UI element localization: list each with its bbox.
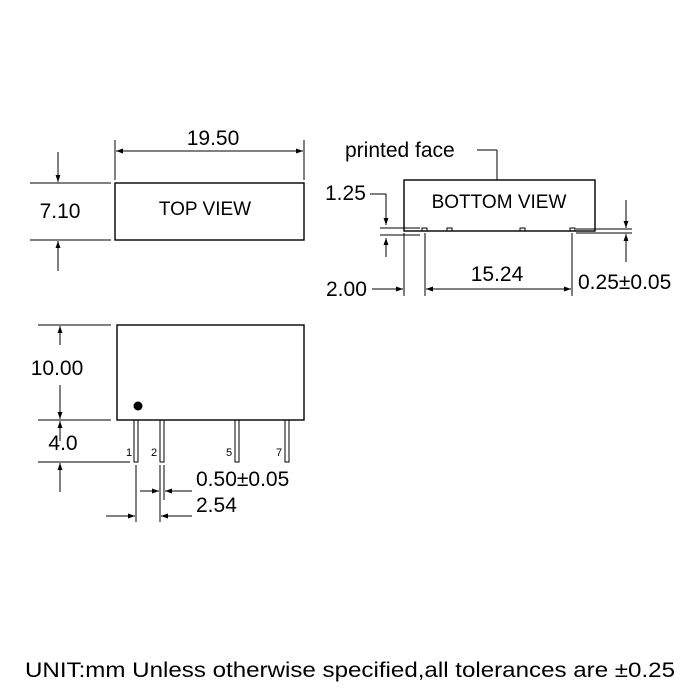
dim-1-25: 1.25 [325,182,366,205]
dim-2-00: 2.00 [326,278,367,301]
pin-number: 1 [126,447,132,459]
pin-width-dim: 0.50±0.05 [196,468,289,491]
pin [284,419,290,463]
pin [234,419,240,463]
pitch-dim: 2.54 [196,494,237,517]
dim-pin-thickness: 0.25±0.05 [578,271,671,294]
bottom-view-label: BOTTOM VIEW [432,192,567,213]
top-width-dim: 19.50 [187,127,240,150]
top-view-label: TOP VIEW [159,199,251,220]
pin-number: 7 [276,447,282,459]
side-view-body [116,324,305,421]
pin [159,419,165,463]
top-height-dim: 7.10 [40,200,81,223]
pin-slot [519,227,526,232]
top-view: TOP VIEW 19.50 7.10 [30,127,305,271]
printed-face-label: printed face [345,139,455,162]
pin-number: 5 [226,447,232,459]
side-height-dim: 10.00 [31,357,84,380]
pin-slot [569,227,576,232]
units-note: UNIT:mm Unless otherwise specified,all t… [25,659,675,682]
dim-15-24: 15.24 [471,263,524,286]
pin1-marker-dot [133,401,143,411]
bottom-view-body [403,179,596,232]
pin-slot [446,227,453,232]
pin [133,419,139,463]
pin-length-dim: 4.0 [48,432,77,455]
side-view: 1 2 5 7 10.00 4.0 0.50±0.05 2.54 [31,324,305,522]
pin-number: 2 [151,447,157,459]
top-view-body [114,182,305,241]
pin-slot [421,227,428,232]
bottom-view: BOTTOM VIEW printed face 1.25 2.00 15.24 [325,139,671,301]
